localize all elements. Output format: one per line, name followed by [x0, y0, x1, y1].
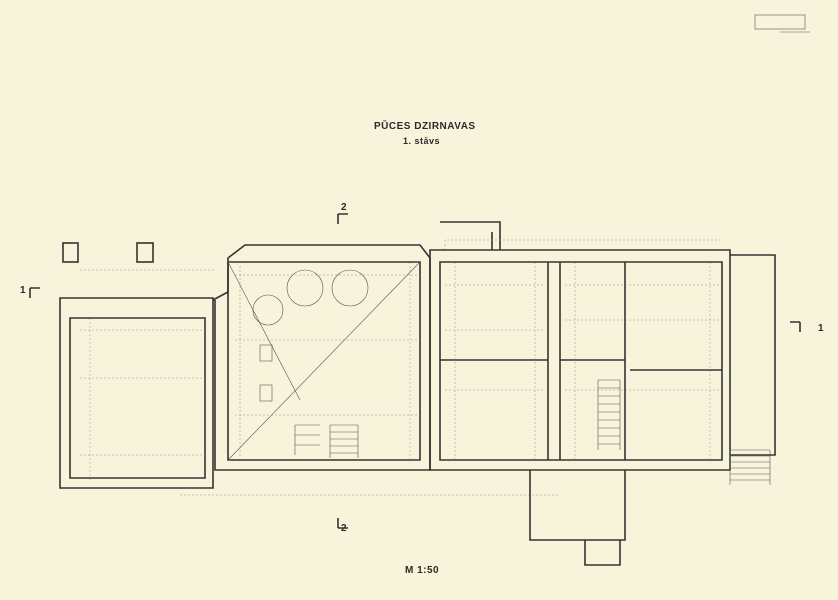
- drawing-subtitle: 1. stāvs: [403, 136, 441, 146]
- dimension-lines: [80, 239, 720, 496]
- machinery: [227, 261, 421, 461]
- scale-label: M 1:50: [405, 565, 440, 576]
- section-1-right: 1: [818, 323, 825, 334]
- walls: [59, 221, 776, 566]
- section-2-top: 2: [341, 202, 348, 213]
- stairs: [294, 379, 771, 485]
- stamp: [754, 14, 810, 33]
- section-1-left: 1: [20, 285, 27, 296]
- drawing-title: PŪCES DZIRNAVAS: [374, 121, 476, 132]
- section-marks: [29, 213, 801, 529]
